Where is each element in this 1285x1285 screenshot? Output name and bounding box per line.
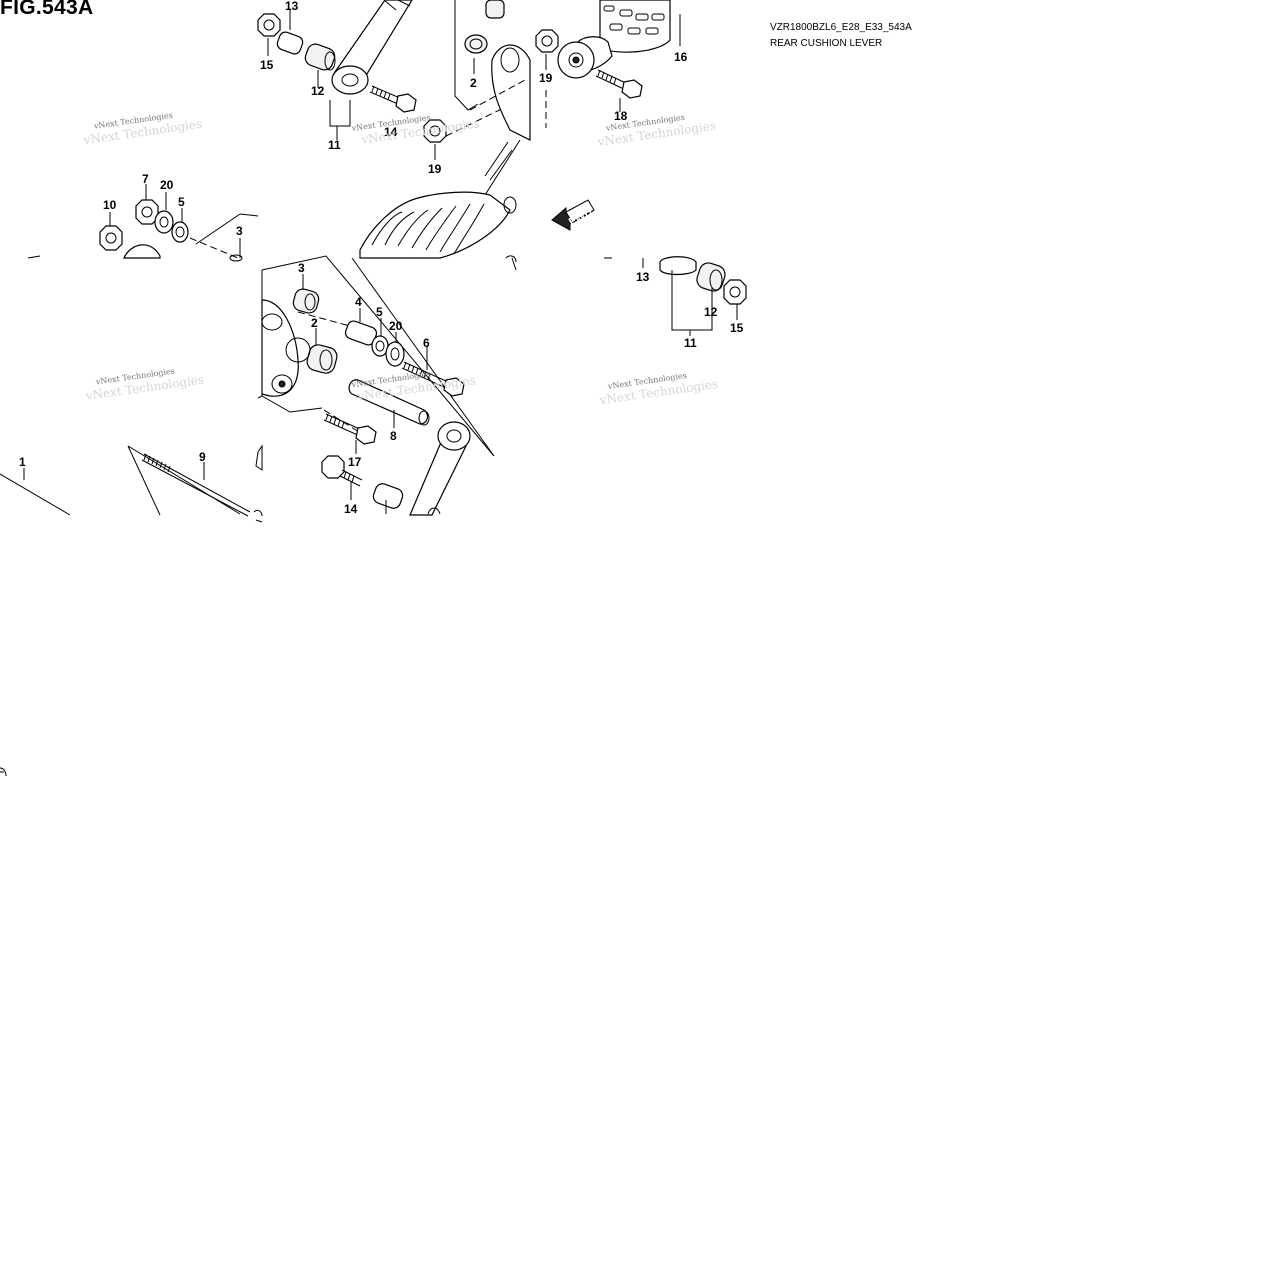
callout-12-right: 12 <box>704 305 718 319</box>
figure-title: FIG.543A <box>0 0 94 19</box>
callout-3-mid: 3 <box>236 224 243 238</box>
callout-13-top: 13 <box>285 0 299 13</box>
callout-11-top: 11 <box>328 138 341 152</box>
callout-19-center: 19 <box>428 162 442 176</box>
callout-15-right: 15 <box>730 321 744 335</box>
bolt-17-low <box>323 413 377 445</box>
callout-5-mid: 5 <box>178 195 185 209</box>
cushion-lever-body-low <box>261 299 311 397</box>
seal-5-mid <box>171 221 189 243</box>
spacer-13-right <box>659 256 697 276</box>
callout-16: 16 <box>674 50 688 64</box>
cushion-lever-arm-top <box>331 0 413 95</box>
seal-5-low <box>371 335 389 357</box>
callout-18: 18 <box>614 109 628 123</box>
callout-10: 10 <box>103 198 117 212</box>
watermark-4: vNext Technologies vNext Technologies <box>84 366 205 403</box>
bearing-12-top <box>304 43 336 71</box>
callout-9: 9 <box>199 450 206 464</box>
fwd-arrow-icon: FWD <box>551 199 595 231</box>
nut-15-top <box>257 13 281 37</box>
cushion-lever-arm-low <box>385 421 471 516</box>
watermark-2: vNext Technologies vNext Technologies <box>350 113 480 147</box>
callout-20-low: 20 <box>389 319 403 333</box>
callout-2-low: 2 <box>311 316 318 330</box>
nut-10 <box>99 225 123 251</box>
bearing-12-right <box>696 262 726 292</box>
watermark-3: vNext Technologies vNext Technologies <box>596 113 717 149</box>
callout-11-right: 11 <box>684 336 697 350</box>
washer-20-mid <box>154 210 174 234</box>
figure-code: VZR1800BZL6_E28_E33_543A <box>770 22 912 33</box>
bolt-6-low <box>401 361 465 397</box>
callout-7: 7 <box>142 172 149 186</box>
callout-5-low: 5 <box>376 305 383 319</box>
pin-8-low <box>348 379 430 426</box>
callout-13-right: 13 <box>636 270 650 284</box>
callout-12-top: 12 <box>311 84 325 98</box>
washer-20-low <box>385 341 405 367</box>
nut-15-right <box>723 279 747 305</box>
callout-8-low: 8 <box>390 429 397 443</box>
watermark-1: vNext Technologies vNext Technologies <box>82 111 203 148</box>
callout-14-top: 14 <box>384 125 398 139</box>
rear-shock-body-16 <box>557 0 671 79</box>
figure-subtitle: REAR CUSHION LEVER <box>770 38 883 49</box>
bearing-2-top <box>464 0 505 54</box>
callout-3-low: 3 <box>298 261 305 275</box>
rear-shock-spring-upper <box>359 139 521 259</box>
nut-19-right <box>535 29 559 53</box>
watermark-6: vNext Technologies vNext Technologies <box>598 371 719 407</box>
callout-1: 1 <box>19 455 26 469</box>
bolt-14-top <box>369 85 417 113</box>
callout-20-mid: 20 <box>160 178 174 192</box>
bolt-18 <box>595 69 643 99</box>
callout-14-low: 14 <box>344 502 358 516</box>
callout-4-low: 4 <box>355 295 362 309</box>
bearing-3-low <box>292 288 320 314</box>
callout-17-low: 17 <box>348 455 362 469</box>
spacer-13-top <box>276 31 304 55</box>
callout-19-right: 19 <box>539 71 553 85</box>
callout-6-low: 6 <box>423 336 430 350</box>
callout-2-top: 2 <box>470 76 477 90</box>
spacer-13-low <box>372 483 404 509</box>
callout-15-top: 15 <box>260 58 274 72</box>
stud-bolt-9 <box>141 453 251 517</box>
bolt-14-low <box>321 455 363 487</box>
